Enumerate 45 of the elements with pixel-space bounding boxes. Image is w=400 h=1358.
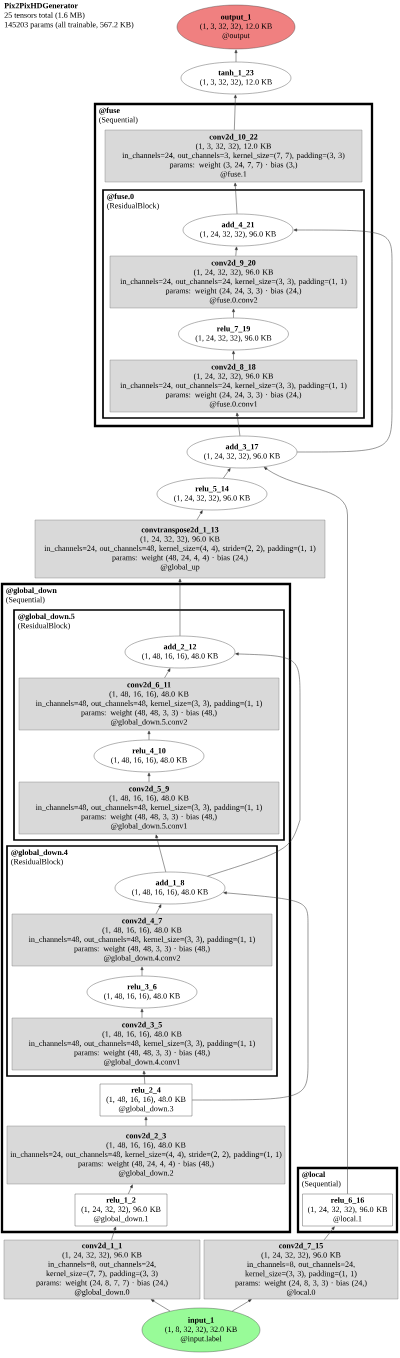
arrow [191,891,309,1101]
arrow [232,350,235,361]
arrow [235,412,241,437]
summary-text: 25 tensors total (1.6 MB) [4,12,85,20]
arrow [232,308,235,319]
layer-box: conv2d_10_22 (1, 3, 32, 32), 12.0 KB in_channels=24, out_channels=3, kernel_size=(7, 7), padding=(3, 3) params: weight (3, 24, 7, 7) · bias (3,) @fuse.1 [104,129,363,183]
arrow [111,1226,117,1241]
diagram-title: Pix2PixHDGenerator [4,2,78,9]
arrow [142,1070,146,1085]
arrow [147,772,151,783]
layer-box: conv2d_4_7 (1, 48, 16, 16), 48.0 KB in_channels=48, out_channels=48, kernel_size=(3, 3), padding=(1, 1) params: weight (48, 48, 3, 3) · bias (48,) @global_down.4.conv2 [11,913,273,967]
arrow [231,1299,252,1312]
arrow [155,904,162,915]
arrow [233,94,237,131]
arrow [128,1184,133,1195]
arrow [234,246,238,257]
arrow [323,1226,335,1241]
summary-text: 145203 params (all trainable, 567.2 KB) [4,21,134,29]
arrow [140,1008,144,1019]
arrow [233,182,238,215]
arrow [293,228,393,453]
module-box: relu_1_2 (1, 24, 32, 32), 96.0 KB @global_down.1 [74,1193,168,1227]
module-box: relu_2_4 (1, 48, 16, 16), 48.0 KB @global_down.3 [99,1083,193,1117]
arrow [196,510,203,521]
arrow [223,468,231,479]
arrow [155,834,166,873]
arrow [150,1299,171,1312]
arrow [207,652,301,877]
arrow [164,668,171,679]
layer-box: convtranspose2d_1_13 (1, 24, 32, 32), 96.0 KB in_channels=24, out_channels=48, kernel_size=(4, 4), stride=(2, 2), padding=(1, 1) params: weight (48, 24, 4, 4) · bias (24,) @global_up [34,519,326,579]
layer-box: conv2d_7_15 (1, 24, 32, 32), 96.0 KB in_channels=8, out_channels=24, kernel_size=(3, 3), padding=(1, 1) params: weight (24, 8, 3, 3) · bias (24,) @local.0 [203,1239,399,1300]
layer-box: conv2d_9_20 (1, 24, 32, 32), 96.0 KB in_channels=24, out_channels=24, kernel_size=(3, 3), padding=(1, 1) params: weight (24, 24, 3, 3) · bias (24,) @fuse.0.conv2 [109,255,358,309]
arrow [178,578,182,637]
layer-box: conv2d_2_3 (1, 48, 16, 16), 48.0 KB in_channels=24, out_channels=48, kernel_size=(4, 4), stride=(2, 2), padding=(1, 1) params: weight (48, 24, 4, 4) · bias (48,) @global_down.2 [6,1125,286,1185]
layer-box: conv2d_3_5 (1, 48, 16, 16), 48.0 KB in_channels=48, out_channels=48, kernel_size=(3, 3), padding=(1, 1) params: weight (48, 48, 3, 3) · bias (48,) @global_down.4.conv1 [11,1017,273,1071]
arrow [144,1116,148,1127]
layer-box: conv2d_5_9 (1, 48, 16, 16), 48.0 KB in_channels=48, out_channels=48, kernel_size=(3, 3), padding=(1, 1) params: weight (48, 48, 3, 3) · bias (48,) @global_down.5.conv1 [18,781,280,835]
arrow [140,966,144,977]
layer-box: conv2d_8_18 (1, 24, 32, 32), 96.0 KB in_channels=24, out_channels=24, kernel_size=(3, 3), padding=(1, 1) params: weight (24, 24, 3, 3) · bias (24,) @fuse.0.conv1 [109,359,358,413]
arrow [234,49,238,63]
arrow [263,467,348,1195]
module-box: relu_6_16 (1, 24, 32, 32), 96.0 KB @local.1 [302,1193,393,1227]
layer-box: conv2d_6_11 (1, 48, 16, 16), 48.0 KB in_channels=48, out_channels=48, kernel_size=(3, 3), padding=(1, 1) params: weight (48, 48, 3, 3) · bias (48,) @global_down.5.conv2 [18,677,280,731]
layer-box: conv2d_1_1 (1, 24, 32, 32), 96.0 KB in_channels=8, out_channels=24, kernel_size=(7, 7), padding=(3, 3) params: weight (24, 8, 7, 7) · bias (24,) @global_down.0 [3,1239,201,1300]
arrow [147,730,151,741]
